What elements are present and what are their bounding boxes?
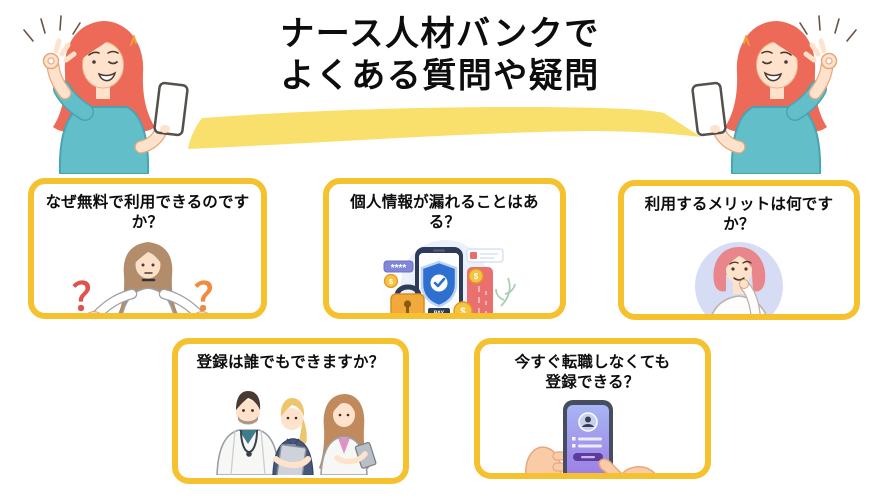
nurse-with-clipboard-figure — [271, 398, 314, 476]
left-woman-illustration — [5, 5, 213, 175]
three-medical-professionals-illustration — [215, 391, 376, 476]
faq-card-register-without-job-change: 今すぐ転職しなくても 登録できる？ — [474, 338, 711, 479]
smartphone-icon — [153, 81, 189, 137]
svg-text:PAY: PAY — [433, 311, 444, 317]
holding-hand — [524, 446, 567, 473]
sparkle-lines-icon — [799, 15, 857, 42]
padlock-icon — [389, 284, 425, 313]
svg-text:$: $ — [388, 277, 393, 286]
hands-holding-phone-illustration — [524, 400, 655, 473]
orange-sparkle-icon — [743, 34, 750, 46]
form-field-line — [577, 444, 602, 448]
sparkle-lines-icon — [23, 15, 81, 42]
female-doctor-figure — [318, 394, 376, 476]
faq-question: 今すぐ転職しなくても 登録できる？ — [514, 354, 671, 392]
orange-sparkle-icon — [130, 34, 137, 46]
form-field-line — [577, 437, 602, 441]
coin-icon: $ — [383, 274, 398, 289]
ok-hand-gesture-icon — [803, 38, 838, 70]
avatar — [577, 412, 598, 433]
faq-card-merits: 利用するメリットは何ですか？ — [618, 180, 860, 320]
faq-question: 登録は誰でもできますか？ — [196, 354, 385, 371]
svg-text:$: $ — [460, 307, 466, 318]
smartphone-icon — [691, 81, 727, 137]
woman-shrugging-illustration: ？ ？ — [72, 242, 232, 319]
coin-icon: $ — [452, 301, 473, 318]
faq-card-privacy-leak: 個人情報が漏れることはある？ — [323, 178, 566, 319]
shield-check-icon — [420, 260, 457, 308]
pointing-hand — [598, 458, 655, 473]
title-highlight-swoosh — [188, 107, 701, 149]
password-field-icon: **** — [383, 260, 413, 274]
question-mark-icon: ？ — [194, 277, 232, 319]
faq-question: 個人情報が漏れることはある？ — [350, 194, 539, 232]
right-woman-illustration — [667, 5, 875, 175]
hand-on-chin — [738, 279, 749, 290]
security-illustration: PAY **** $ $ $ — [383, 240, 516, 318]
coin-icon: $ — [467, 268, 484, 284]
woman-thinking-illustration — [694, 242, 783, 314]
leaf-branch-icon — [494, 277, 516, 307]
ok-hand-gesture-icon — [42, 38, 77, 70]
faq-card-who-can-register: 登録は誰でもできますか？ — [172, 338, 409, 484]
faq-card-why-free: なぜ無料で利用できるのですか？ ？ ？ — [28, 178, 267, 319]
male-doctor-figure — [215, 391, 280, 476]
faq-question: 利用するメリットは何ですか？ — [644, 196, 834, 234]
svg-text:****: **** — [390, 263, 406, 274]
page-title: ナース人材バンクで よくある質問や疑問 — [280, 15, 600, 96]
registration-phone-icon — [562, 400, 613, 473]
pay-button: PAY — [427, 308, 450, 317]
browser-window-icon — [465, 248, 504, 264]
faq-question: なぜ無料で利用できるのですか？ — [45, 194, 250, 232]
svg-text:$: $ — [473, 272, 478, 281]
